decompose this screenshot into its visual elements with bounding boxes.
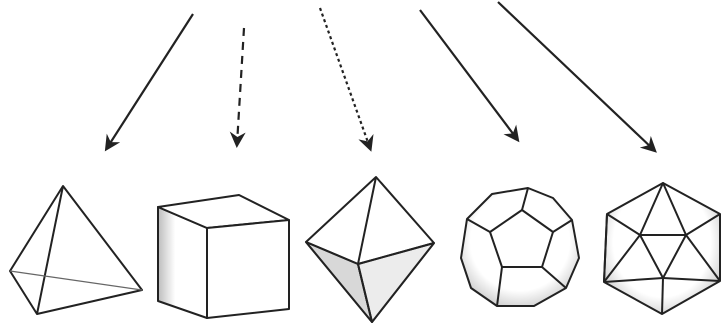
icosahedron-shape bbox=[603, 182, 721, 315]
arrow-1 bbox=[104, 13, 194, 152]
arrow-4 bbox=[419, 9, 520, 143]
arrow-3 bbox=[318, 7, 374, 152]
cube-shape bbox=[157, 194, 290, 319]
dodecahedron-shape bbox=[460, 187, 580, 307]
arrow-2 bbox=[229, 27, 246, 148]
arrows-group bbox=[104, 1, 657, 153]
octahedron-shape bbox=[305, 176, 435, 323]
arrow-5 bbox=[497, 1, 657, 153]
tetrahedron-shape bbox=[9, 185, 143, 315]
